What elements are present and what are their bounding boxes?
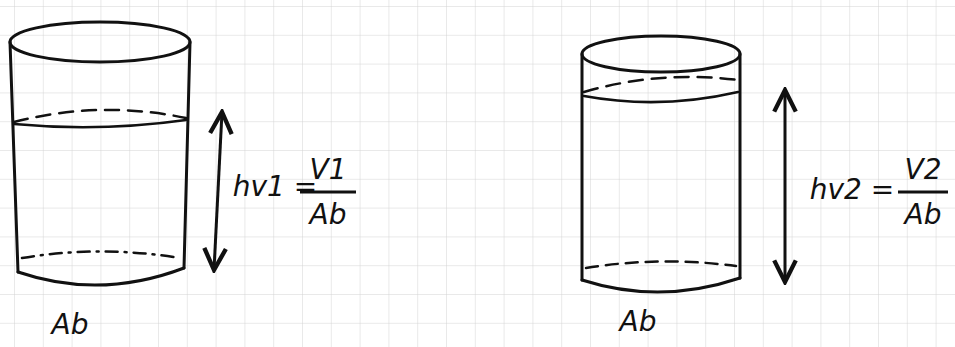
formula-lhs: hv1 =: [233, 173, 318, 201]
cylinder-right: [582, 36, 740, 292]
fraction-bar: [898, 191, 948, 194]
fraction-denominator: Ab: [310, 201, 347, 229]
height-arrow: [784, 90, 787, 282]
fraction-numerator: V2: [905, 156, 942, 184]
area-label: Ab: [52, 311, 89, 339]
formula-lhs: hv2 =: [810, 176, 895, 204]
fraction-numerator: V1: [310, 156, 347, 184]
fraction-denominator: Ab: [905, 201, 942, 229]
area-label: Ab: [620, 308, 657, 336]
cylinder-left: [10, 22, 190, 285]
height-arrow: [214, 112, 222, 270]
